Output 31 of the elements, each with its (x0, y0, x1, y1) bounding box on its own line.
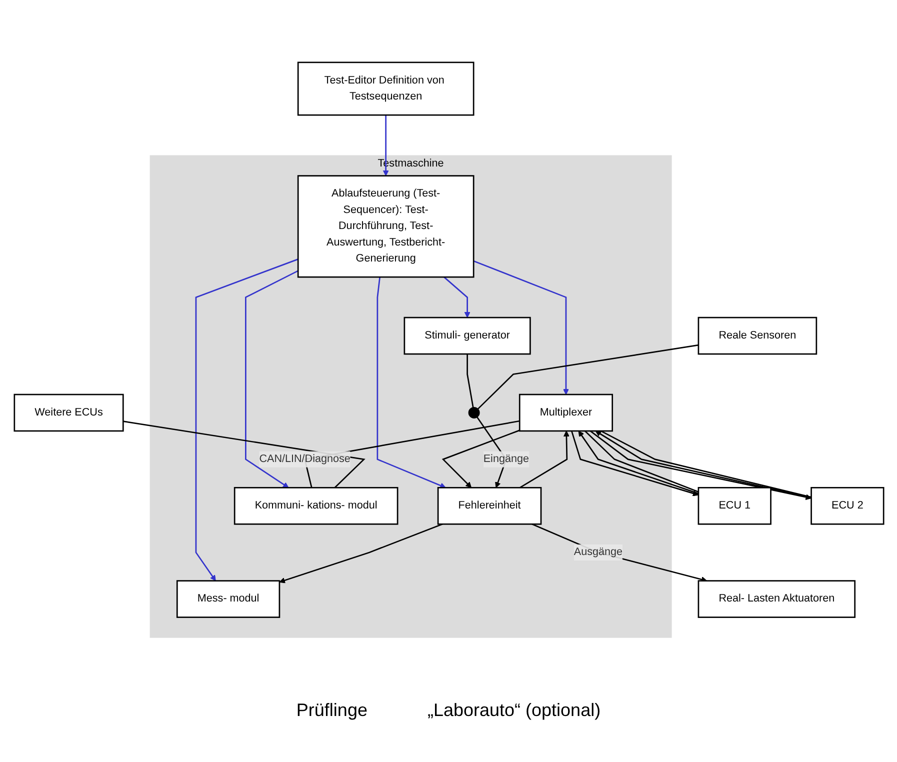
edge-label: CAN/LIN/Diagnose (258, 453, 350, 465)
node-switch (468, 407, 480, 418)
node-box: Kommuni- kations- modul (233, 487, 398, 525)
arrow (531, 524, 707, 582)
node-box: Weitere ECUs (13, 394, 124, 432)
node-box: Test-Editor Definition von Testsequenzen (296, 62, 474, 116)
node-box: Mess- modul (176, 580, 280, 618)
node-box: ECU 2 (810, 487, 884, 525)
node-box: Fehlereinheit (436, 487, 542, 525)
arrow (441, 430, 520, 488)
arrow (244, 270, 298, 488)
node-box: Stimuli- generator (403, 316, 530, 355)
arrow (376, 277, 446, 488)
arrow (382, 115, 388, 176)
connector (476, 344, 698, 410)
side-label: „Laborauto“ (optional) (427, 700, 601, 721)
arrow (443, 276, 470, 318)
arrow (518, 430, 569, 488)
node-box: Multiplexer (518, 394, 613, 432)
arrow (278, 524, 442, 584)
connector (303, 420, 520, 488)
node-box: ECU 1 (697, 487, 771, 525)
edge-label: Eingänge (482, 453, 528, 465)
node-box: Ablaufsteuerung (Test-Sequencer): Test-Durchführung, Test-Auswertung, Testbericht-Generierung (296, 175, 474, 278)
node-box: Real- Lasten Aktuatoren (697, 580, 856, 618)
edge-label: Ausgänge (573, 546, 622, 558)
side-label: Prüflinge (296, 700, 368, 721)
arrow (194, 258, 298, 582)
arrow (472, 260, 568, 395)
connector (466, 354, 474, 408)
node-box: Reale Sensoren (697, 316, 817, 355)
